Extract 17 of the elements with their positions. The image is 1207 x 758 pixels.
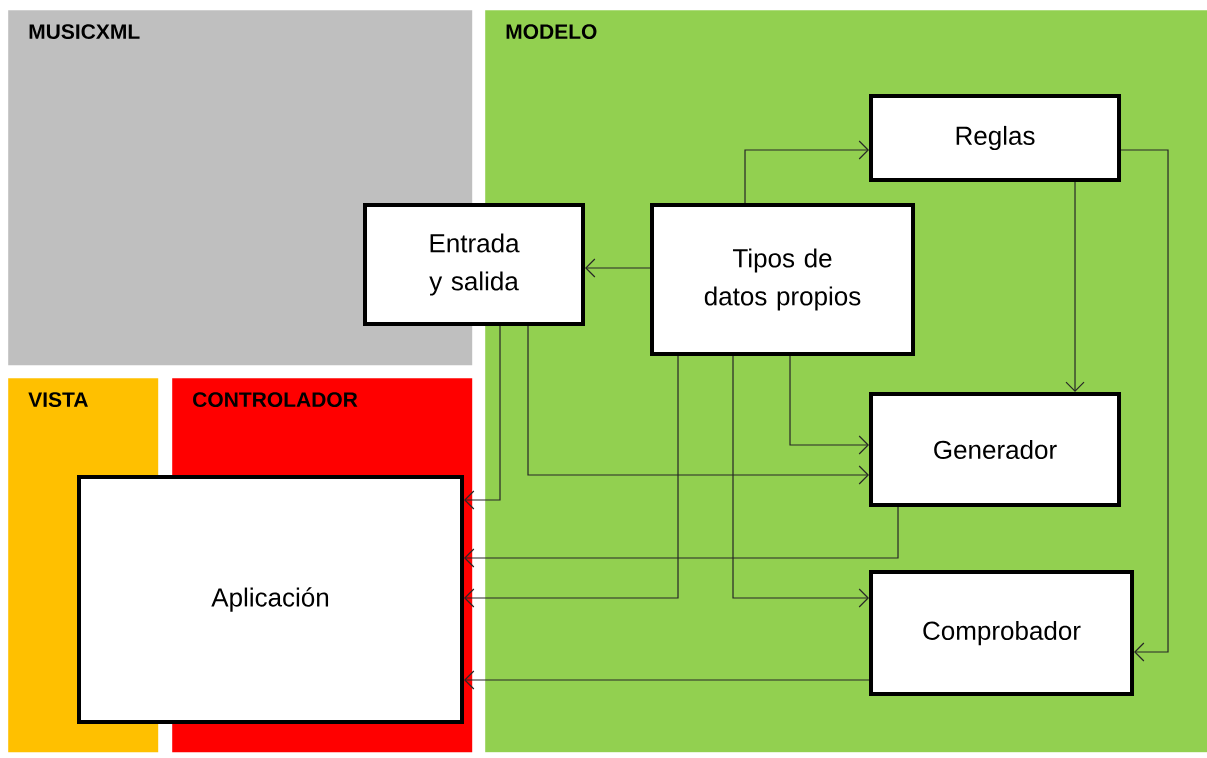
arrow bbox=[464, 670, 870, 690]
arrow bbox=[464, 355, 679, 608]
process-box: Reglas bbox=[869, 94, 1121, 182]
process-box: Comprobador bbox=[869, 570, 1134, 696]
arrow bbox=[789, 355, 869, 455]
process-box: Tipos de datos propios bbox=[650, 203, 915, 356]
process-box: Entrada y salida bbox=[363, 203, 585, 326]
process-box: Aplicación bbox=[77, 475, 464, 724]
arrow bbox=[1120, 149, 1169, 662]
arrow bbox=[744, 140, 869, 204]
arrow bbox=[464, 325, 501, 510]
arrow bbox=[1065, 181, 1085, 392]
arrow bbox=[527, 325, 869, 485]
arrow bbox=[464, 506, 899, 568]
arrow bbox=[732, 355, 869, 608]
arrow bbox=[585, 258, 651, 278]
process-box: Generador bbox=[869, 392, 1121, 507]
